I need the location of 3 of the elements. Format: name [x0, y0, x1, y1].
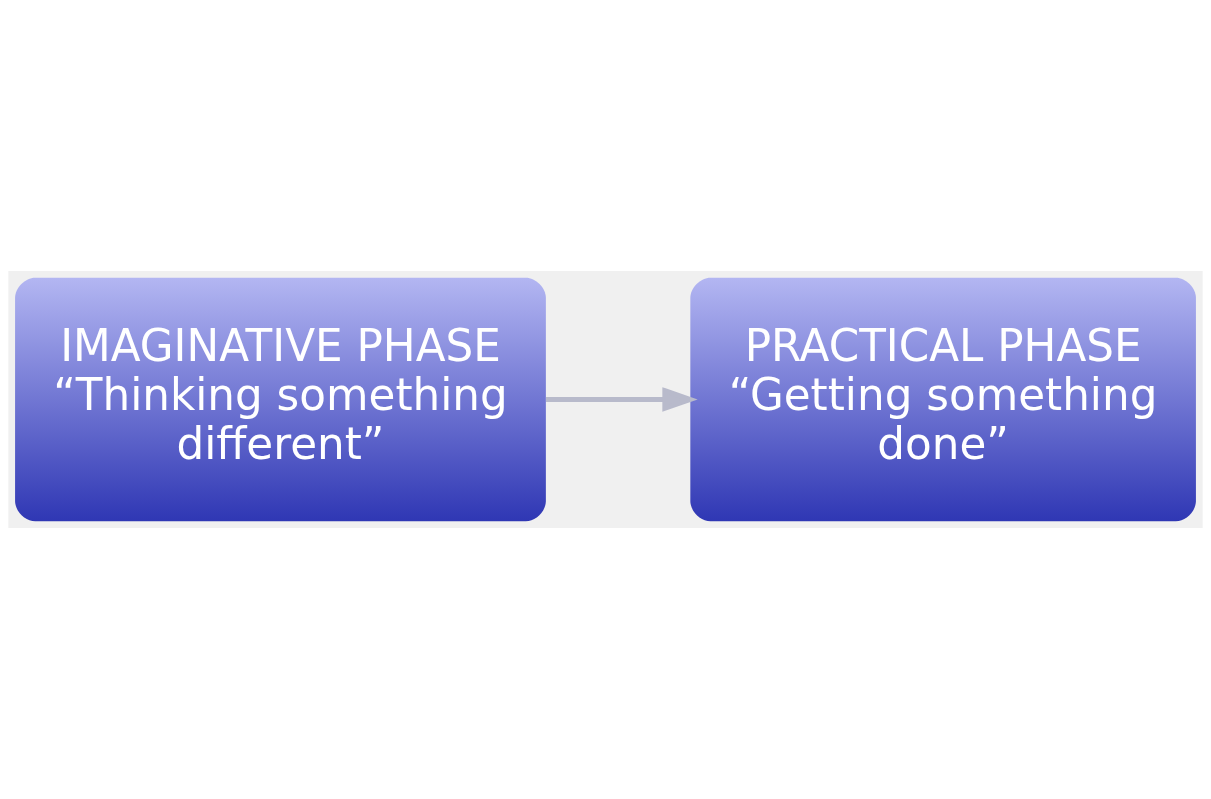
node-box: IMAGINATIVE PHASE “Thinking something different”: [15, 277, 546, 522]
arrow: [546, 387, 698, 412]
node-box: PRACTICAL PHASE “Getting something done”: [690, 277, 1196, 522]
